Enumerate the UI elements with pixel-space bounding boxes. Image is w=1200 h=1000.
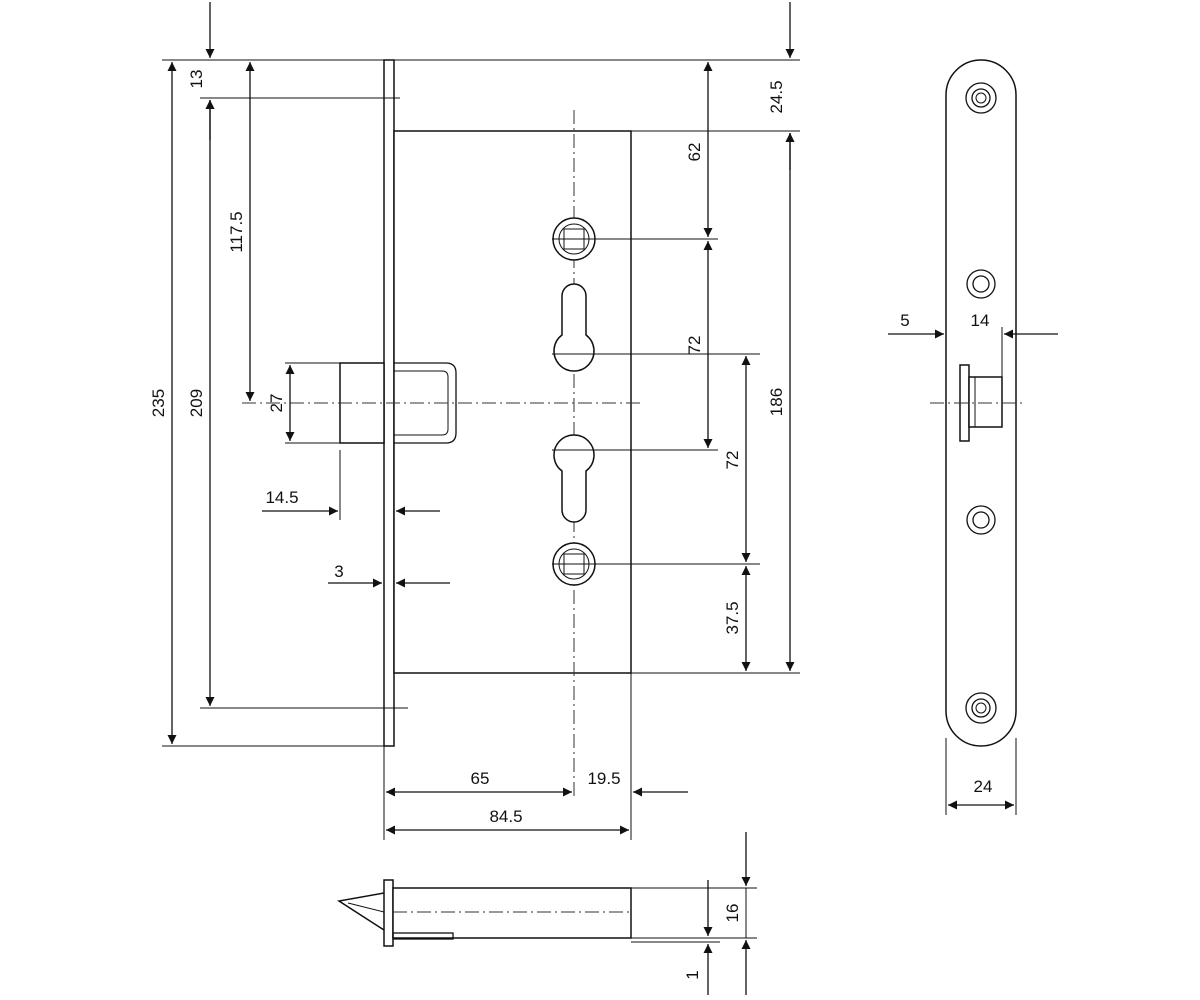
dim-faceplate-to-case-top: 24.5 (767, 80, 786, 113)
screw-hole-bottom (965, 692, 997, 724)
dim-spindle-to-case-back: 19.5 (587, 769, 620, 788)
screw-hole-top (965, 82, 997, 114)
dim-bolt-width: 14 (971, 311, 990, 330)
dim-backset: 65 (471, 769, 490, 788)
front-view: 235 209 13 117.5 27 14.5 3 24.5 62 72 18… (149, 2, 800, 840)
dim-top-to-fixing: 13 (187, 70, 206, 89)
dim-spindle-to-case-bottom: 37.5 (723, 601, 742, 634)
dim-clearance: 1 (683, 970, 702, 979)
bolt-tip (336, 892, 385, 931)
dim-faceplate-width: 24 (974, 777, 993, 796)
dim-spindle-to-cylinder: 72 (685, 336, 704, 355)
lower-cylinder-cutout (553, 434, 595, 523)
dim-faceplate-thickness: 3 (334, 562, 343, 581)
dim-faceplate-offset: 5 (900, 311, 909, 330)
screw-hole-lower (966, 505, 996, 535)
lock-case (393, 130, 632, 674)
dim-fixing-span: 209 (187, 389, 206, 417)
dim-case-height: 186 (767, 388, 786, 416)
screw-hole-upper (966, 269, 996, 299)
dim-case-depth: 84.5 (489, 807, 522, 826)
dim-overall-height: 235 (149, 389, 168, 417)
dim-bolt-projection: 14.5 (265, 488, 298, 507)
dim-bottom-bolt-height: 16 (723, 904, 742, 923)
extension-lines (162, 59, 800, 840)
dim-bolt-height: 27 (267, 394, 286, 413)
bottom-case-body (392, 887, 632, 939)
bottom-view: 16 1 (336, 832, 757, 995)
side-view: 5 14 24 (888, 59, 1058, 815)
dim-cylinder-to-spindle: 72 (723, 451, 742, 470)
bottom-faceplate (383, 879, 394, 947)
dim-top-to-bolt-axis: 117.5 (227, 211, 246, 252)
dim-case-top-to-spindle: 62 (685, 143, 704, 162)
